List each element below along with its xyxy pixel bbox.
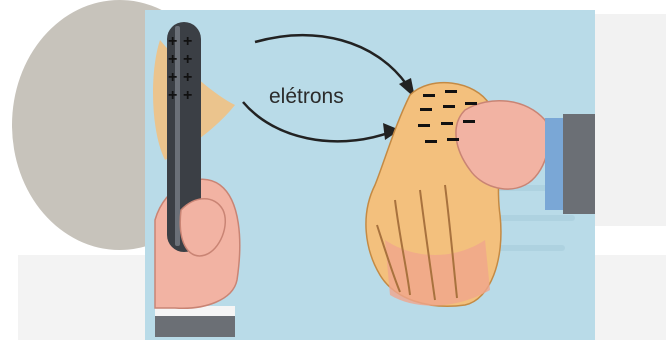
svg-text:+: + bbox=[168, 87, 177, 104]
svg-text:+: + bbox=[168, 69, 177, 86]
arrow-top bbox=[255, 35, 407, 85]
svg-text:+: + bbox=[168, 33, 177, 50]
svg-text:+: + bbox=[183, 33, 192, 50]
illustration-panel: ++ ++ ++ ++ bbox=[145, 10, 595, 340]
svg-text:+: + bbox=[183, 51, 192, 68]
svg-text:+: + bbox=[183, 69, 192, 86]
svg-text:+: + bbox=[183, 87, 192, 104]
svg-text:+: + bbox=[168, 51, 177, 68]
electrons-label: elétrons bbox=[269, 85, 344, 109]
right-cuff bbox=[545, 118, 565, 210]
left-sleeve bbox=[155, 315, 235, 337]
right-sleeve bbox=[563, 114, 595, 214]
rubbing-illustration: ++ ++ ++ ++ bbox=[145, 10, 595, 340]
